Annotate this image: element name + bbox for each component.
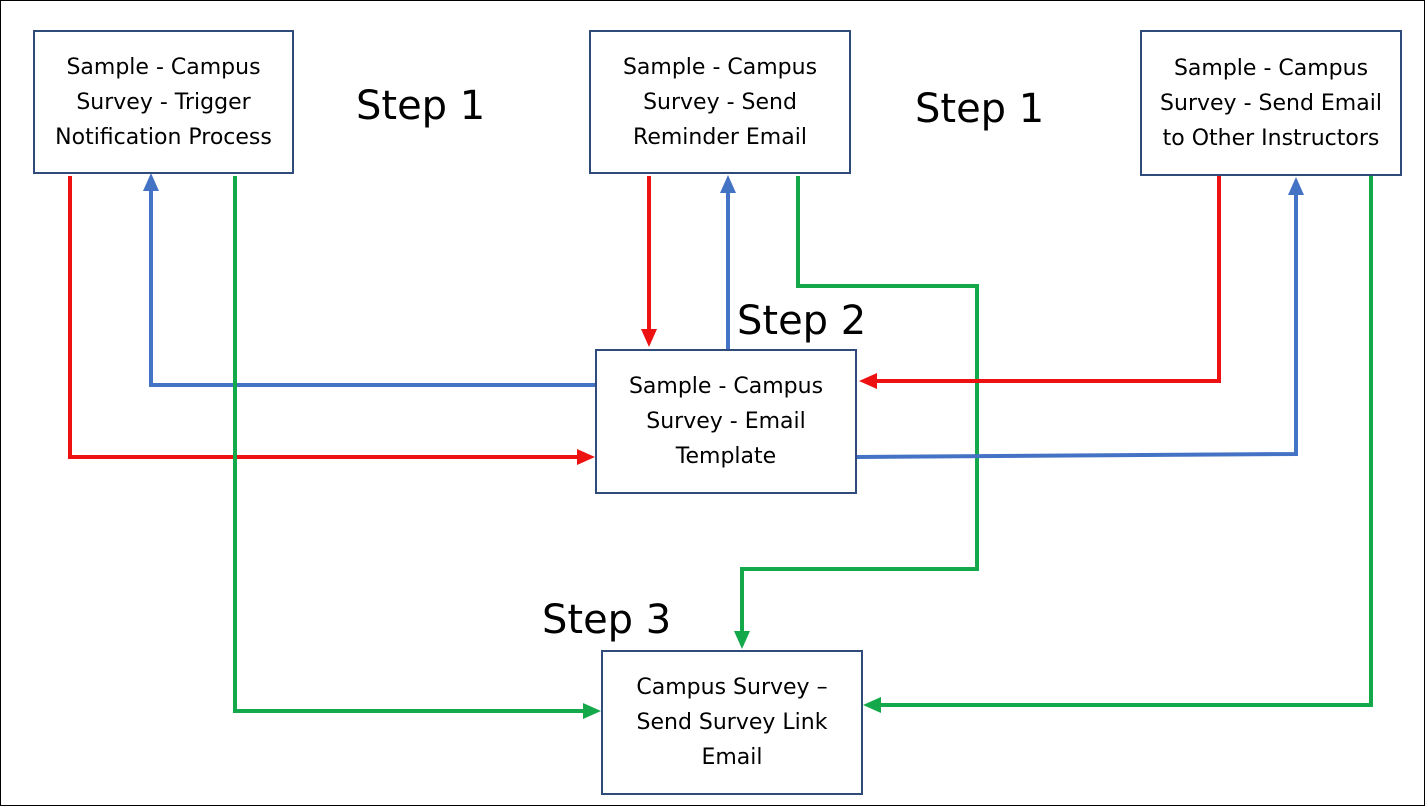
arrowhead-green-survey-left: [583, 703, 601, 719]
node-instructors-label: Sample - Campus Survey - Send Email to O…: [1160, 55, 1382, 151]
node-send-reminder-email: Sample - Campus Survey - Send Reminder E…: [589, 30, 851, 174]
node-email-template: Sample - Campus Survey - Email Template: [595, 349, 857, 494]
step-1-right-label: Step 1: [915, 86, 1045, 132]
step-3-label: Step 3: [542, 597, 672, 643]
arrowhead-blue-trigger: [143, 173, 159, 191]
arrowhead-red-template-left: [577, 449, 595, 465]
connector-red-instructors-to-template: [875, 176, 1221, 383]
connector-blue-template-to-instructors: [856, 193, 1298, 459]
node-send-email-other-instructors: Sample - Campus Survey - Send Email to O…: [1140, 30, 1402, 176]
connector-green-reminder-to-survey: [740, 176, 979, 633]
arrowhead-green-survey-right: [863, 697, 881, 713]
arrowhead-blue-reminder: [720, 175, 736, 193]
connector-green-instructors-to-survey: [879, 176, 1373, 707]
arrowhead-red-template-right: [859, 373, 877, 389]
node-template-label: Sample - Campus Survey - Email Template: [628, 374, 824, 469]
node-trigger-label: Sample - Campus Survey - Trigger Notific…: [55, 54, 272, 150]
node-trigger-notification-process: Sample - Campus Survey - Trigger Notific…: [33, 30, 294, 174]
connector-green-trigger-to-survey: [233, 176, 585, 713]
node-reminder-label: Sample - Campus Survey - Send Reminder E…: [622, 54, 818, 150]
arrowhead-blue-instructors: [1288, 177, 1304, 195]
node-send-survey-link-email: Campus Survey – Send Survey Link Email: [601, 650, 863, 795]
step-1-left-label: Step 1: [356, 83, 486, 129]
node-survey-link-label: Campus Survey – Send Survey Link Email: [636, 675, 828, 770]
step-2-label: Step 2: [737, 298, 867, 344]
connector-blue-template-to-trigger: [149, 189, 595, 387]
arrowhead-green-survey-top: [734, 631, 750, 649]
connector-red-trigger-to-template: [68, 176, 579, 459]
arrowhead-red-template-top: [641, 329, 657, 347]
